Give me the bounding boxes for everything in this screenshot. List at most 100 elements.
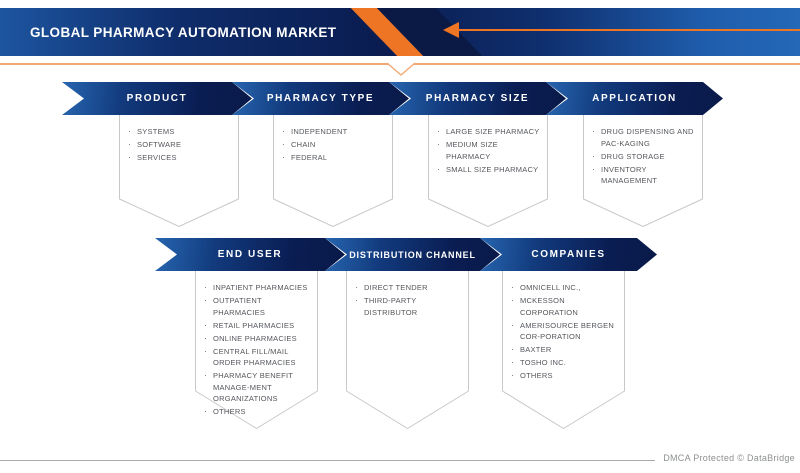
- item-list-distribution-channel: ·DIRECT TENDER·THIRD-PARTY DISTRIBUTOR: [346, 271, 469, 320]
- list-item: · AMERISOURCE BERGEN COR-PORATION: [511, 320, 620, 343]
- list-item-label: SOFTWARE: [137, 140, 182, 149]
- list-item: · BAXTER: [511, 344, 620, 356]
- left-arrow-line: [458, 29, 800, 31]
- bullet-icon: ·: [511, 357, 514, 367]
- bullet-icon: ·: [282, 152, 285, 162]
- list-item-label: OTHERS: [520, 371, 553, 380]
- list-item-label: AMERISOURCE BERGEN COR-PORATION: [520, 320, 615, 342]
- bullet-icon: ·: [204, 406, 207, 416]
- list-item: ·DRUG DISPENSING AND PAC-KAGING: [592, 126, 698, 149]
- bullet-icon: ·: [204, 332, 207, 343]
- list-item-label: THIRD-PARTY DISTRIBUTOR: [364, 296, 418, 317]
- list-item-label: OTHERS: [213, 407, 246, 416]
- item-list-pharmacy-size: ·LARGE SIZE PHARMACY·MEDIUM SIZE PHARMAC…: [428, 115, 548, 177]
- segment-band-pharmacy-size: PHARMACY SIZE: [389, 82, 566, 115]
- list-item: · INDEPENDENT: [282, 126, 388, 138]
- list-item: · INPATIENT PHARMACIES: [204, 282, 313, 294]
- bullet-icon: ·: [282, 126, 285, 136]
- list-item-label: INDEPENDENT: [291, 127, 348, 136]
- footer-divider: [0, 460, 655, 461]
- bullet-icon: ·: [204, 282, 207, 292]
- segment-label: APPLICATION: [592, 93, 677, 104]
- bullet-icon: ·: [437, 139, 440, 149]
- list-item: · SYSTEMS: [128, 126, 234, 138]
- list-item: ·SMALL SIZE PHARMACY: [437, 164, 543, 176]
- segment-box-end-user: · INPATIENT PHARMACIES · OUTPATIENT PHARMAC…: [195, 271, 318, 429]
- list-item: ·MCKESSON CORPORATION: [511, 295, 620, 318]
- segment-band-application: APPLICATION: [546, 82, 723, 115]
- list-item-label: DRUG STORAGE: [601, 151, 665, 161]
- list-item-label: CENTRAL FILL/MAIL ORDER PHARMACIES: [213, 346, 296, 368]
- segment-label: PHARMACY TYPE: [266, 93, 375, 104]
- segment-box-distribution-channel: ·DIRECT TENDER·THIRD-PARTY DISTRIBUTOR: [346, 271, 469, 429]
- bullet-icon: ·: [204, 319, 207, 330]
- item-list-pharmacy-type: ·INDEPENDENT·CHAIN·FEDERAL: [273, 115, 393, 165]
- bullet-icon: ·: [511, 295, 514, 305]
- footer-copyright: DMCA Protected © DataBridge: [663, 453, 795, 463]
- list-item-label: SERVICES: [137, 153, 177, 162]
- bullet-icon: ·: [128, 139, 131, 149]
- segment-label: PRODUCT: [126, 93, 188, 104]
- list-item-label: SYSTEMS: [137, 127, 175, 136]
- list-item-label: FEDERAL: [291, 153, 328, 162]
- list-item: · OMNICELL INC.,: [511, 282, 620, 294]
- list-item-label: OMNICELL INC.,: [520, 283, 581, 292]
- list-item: · RETAIL PHARMACIES: [204, 320, 313, 332]
- item-list-end-user: · INPATIENT PHARMACIES · OUTPATIENT PHARMAC…: [195, 271, 318, 419]
- list-item: · FEDERAL: [282, 152, 388, 164]
- bullet-icon: ·: [437, 163, 440, 174]
- bullet-icon: ·: [592, 150, 595, 161]
- list-item: ·CENTRAL FILL/MAIL ORDER PHARMACIES: [204, 346, 313, 369]
- list-item-label: DRUG DISPENSING AND PAC-KAGING: [601, 127, 694, 148]
- bullet-icon: ·: [204, 295, 207, 305]
- list-item: · ONLINE PHARMACIES: [204, 333, 313, 345]
- bullet-icon: ·: [355, 295, 358, 305]
- list-item-label: RETAIL PHARMACIES: [213, 320, 295, 330]
- page-title: GLOBAL PHARMACY AUTOMATION MARKET: [30, 24, 337, 40]
- left-arrow-icon: [443, 22, 459, 38]
- item-list-product: · SYSTEMS · SOFTWARE · SERVICES: [119, 115, 239, 165]
- segment-band-distribution-channel: DISTRIBUTION CHANNEL: [325, 238, 500, 271]
- segment-box-companies: ·OMNICELL INC.,·MCKESSON CORPORATION·AME…: [502, 271, 625, 429]
- bullet-icon: ·: [592, 163, 595, 174]
- bullet-icon: ·: [128, 152, 131, 162]
- segment-box-application: ·DRUG DISPENSING AND PAC-KAGING·DRUG STO…: [583, 115, 703, 227]
- list-item-label: CHAIN: [291, 140, 316, 149]
- list-item-label: DIRECT TENDER: [364, 283, 428, 292]
- list-item-label: ONLINE PHARMACIES: [213, 333, 297, 343]
- list-item-label: PHARMACY BENEFIT MANAGE-MENT ORGANIZATIO…: [213, 371, 293, 403]
- segment-box-pharmacy-size: ·LARGE SIZE PHARMACY·MEDIUM SIZE PHARMAC…: [428, 115, 548, 227]
- list-item-label: BAXTER: [520, 345, 552, 354]
- list-item: · MEDIUM SIZE PHARMACY: [437, 139, 543, 162]
- list-item: · PHARMACY BENEFIT MANAGE-MENT ORGANIZATI…: [204, 370, 313, 405]
- list-item-label: MEDIUM SIZE PHARMACY: [446, 140, 498, 161]
- list-item: · INVENTORY MANAGEMENT: [592, 164, 698, 187]
- list-item: · OTHERS: [204, 406, 313, 418]
- segment-label: PHARMACY SIZE: [425, 93, 530, 104]
- list-item: ·LARGE SIZE PHARMACY: [437, 126, 543, 138]
- bullet-icon: ·: [204, 370, 207, 380]
- segment-band-companies: COMPANIES: [480, 238, 657, 271]
- list-item-label: OUTPATIENT PHARMACIES: [213, 296, 266, 317]
- bullet-icon: ·: [511, 319, 514, 330]
- bullet-icon: ·: [511, 282, 514, 292]
- bullet-icon: ·: [511, 344, 514, 354]
- segment-box-product: · SYSTEMS · SOFTWARE · SERVICES: [119, 115, 239, 227]
- list-item-label: INVENTORY MANAGEMENT: [601, 164, 658, 186]
- segment-label: DISTRIBUTION CHANNEL: [349, 249, 476, 260]
- item-list-companies: ·OMNICELL INC.,·MCKESSON CORPORATION·AME…: [502, 271, 625, 383]
- list-item: · SOFTWARE: [128, 139, 234, 151]
- segment-band-pharmacy-type: PHARMACY TYPE: [232, 82, 409, 115]
- segment-label: END USER: [217, 249, 283, 260]
- bullet-icon: ·: [128, 126, 131, 136]
- v-notch-icon: [387, 62, 415, 76]
- item-list-application: ·DRUG DISPENSING AND PAC-KAGING·DRUG STO…: [583, 115, 703, 188]
- list-item-label: INPATIENT PHARMACIES: [213, 283, 308, 292]
- list-item: ·CHAIN: [282, 139, 388, 151]
- bullet-icon: ·: [511, 370, 514, 380]
- segment-label: COMPANIES: [531, 249, 606, 260]
- segment-band-end-user: END USER: [155, 238, 345, 271]
- list-item-label: TOSHO INC.: [520, 358, 567, 367]
- header-banner: GLOBAL PHARMACY AUTOMATION MARKET: [0, 8, 800, 56]
